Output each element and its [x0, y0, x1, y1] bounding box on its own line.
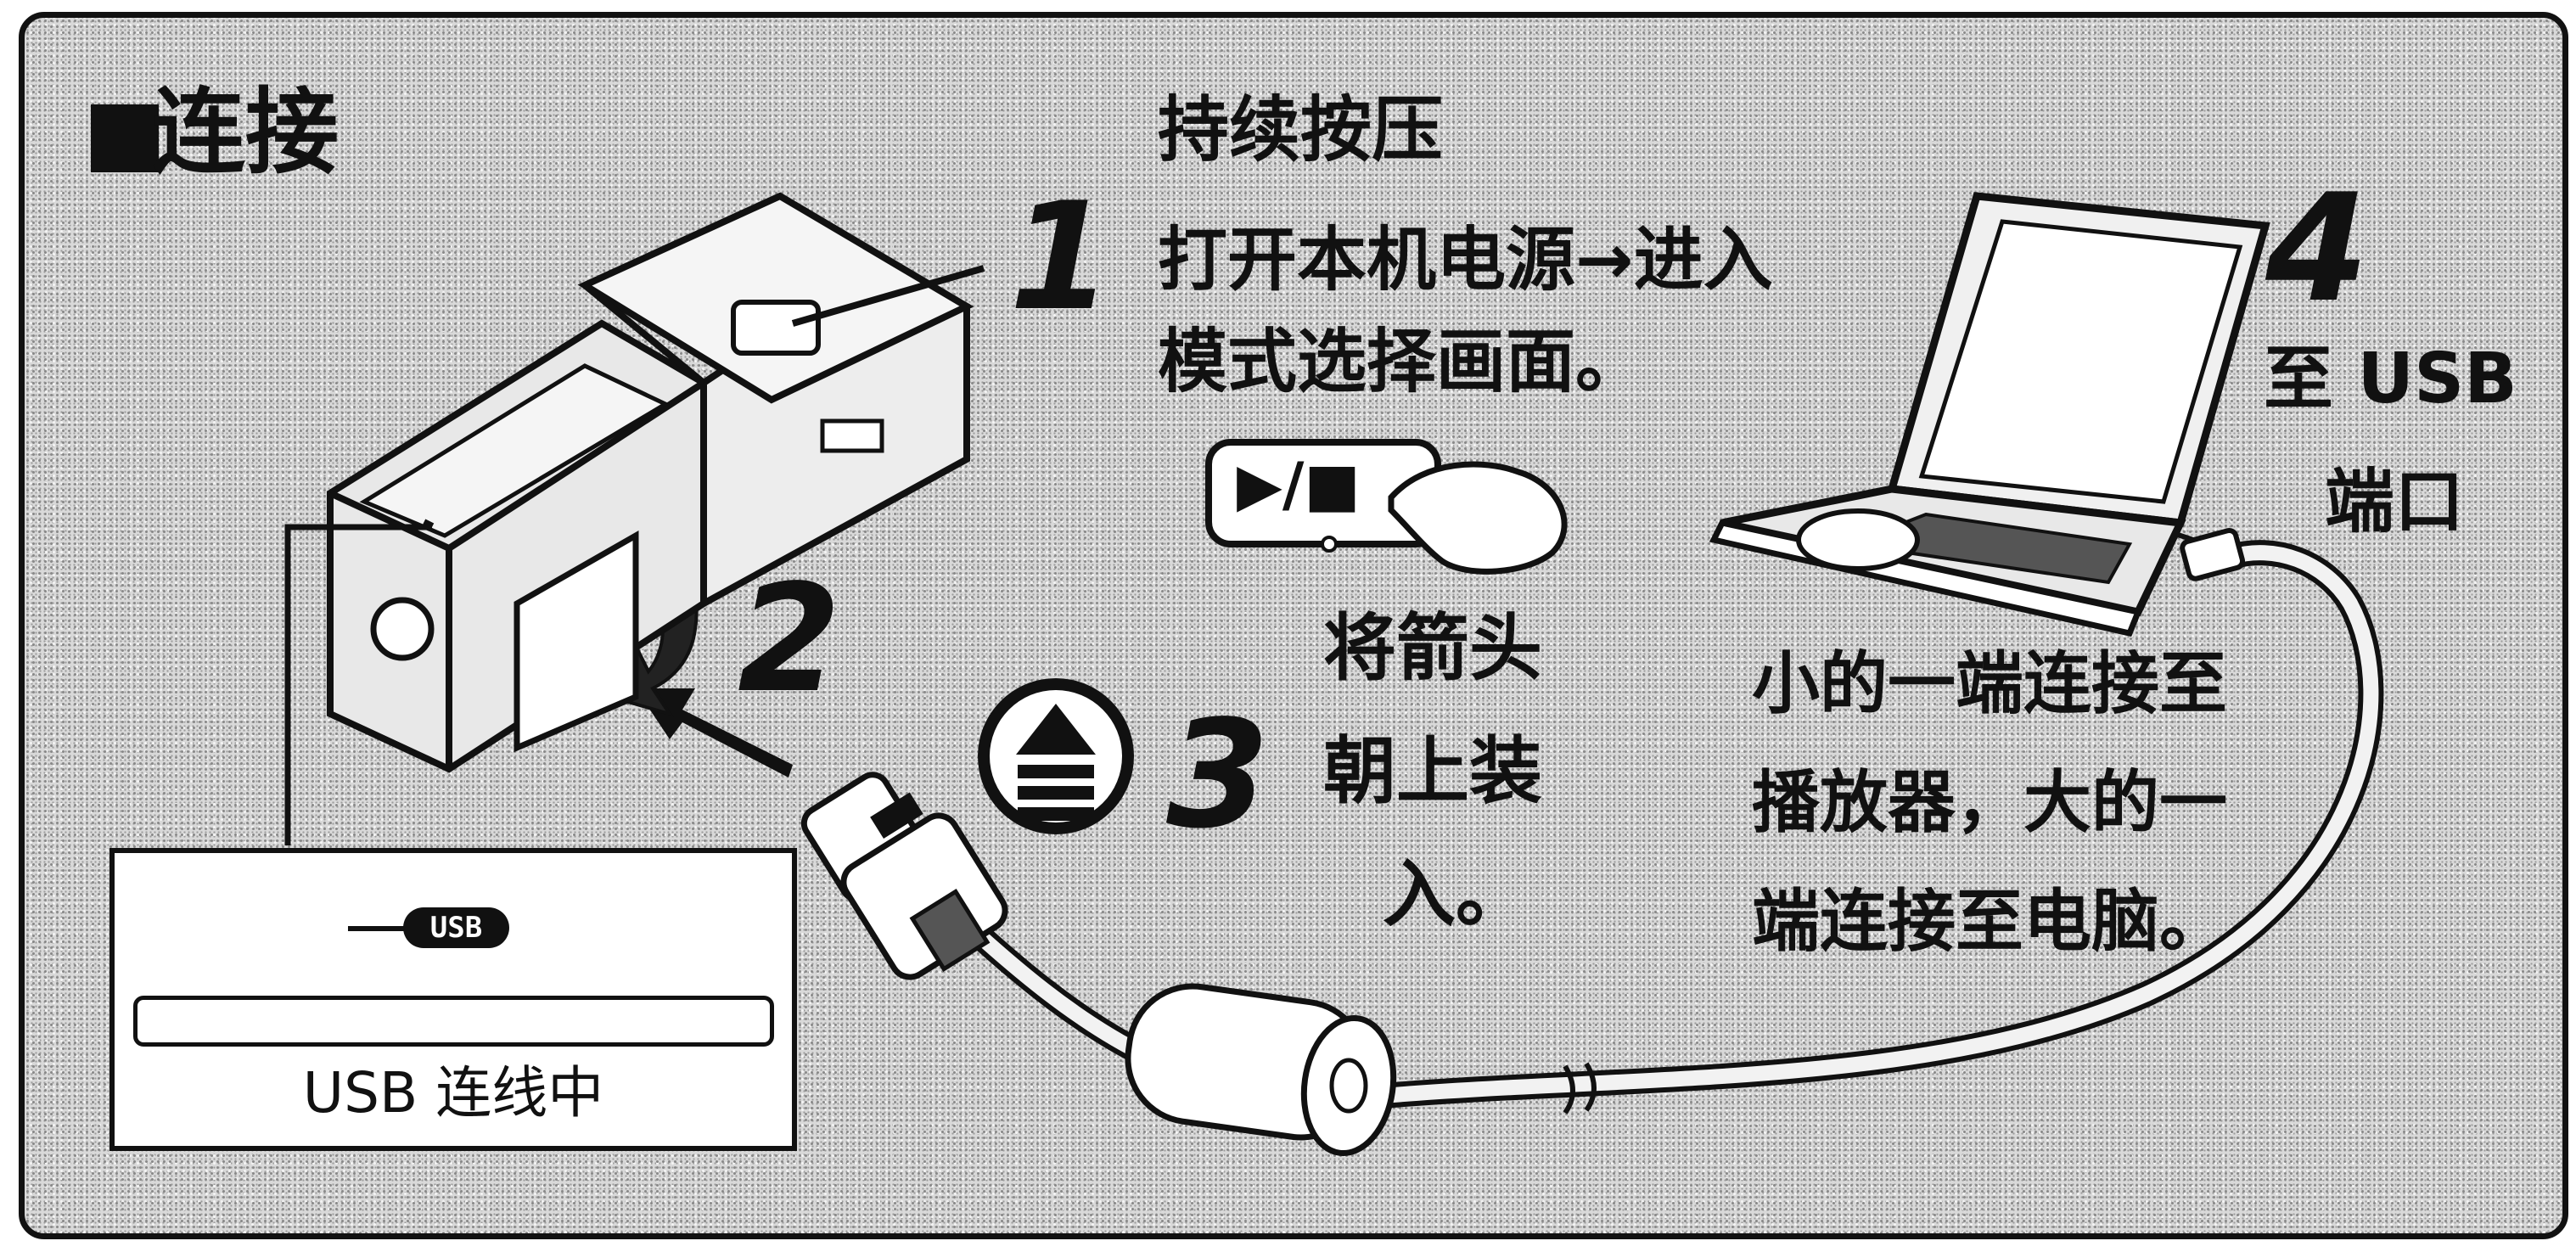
diagram-frame: 连接 [19, 12, 2568, 1239]
up-arrow-icon [978, 678, 1134, 834]
step-number-2: 2 [738, 553, 841, 726]
play-stop-button-label: ▶/■ [1237, 450, 1361, 519]
small-usb-plug-icon [800, 772, 1008, 980]
cable-note-line3: 端连接至电脑。 [1752, 882, 2227, 961]
press-hold-label: 持续按压 [1158, 88, 1444, 171]
title-square-bullet [91, 104, 159, 172]
hand-press-icon [1205, 439, 1568, 575]
usb-badge-icon: USB [403, 907, 509, 948]
step-1-instruction-line1: 打开本机电源→进入 [1158, 220, 1773, 300]
player-device-icon [327, 192, 974, 773]
progress-bar [133, 996, 774, 1047]
large-usb-plug-icon [2154, 525, 2246, 581]
section-title: 连接 [152, 78, 339, 187]
arrow-note-line1: 将箭头 [1323, 606, 1542, 691]
step-1-instruction-line2: 模式选择画面。 [1158, 322, 1646, 402]
laptop-icon [1709, 192, 2270, 637]
usb-line-icon [348, 926, 407, 931]
usb-status-text: USB 连线中 [302, 1060, 604, 1126]
step-number-1: 1 [1009, 171, 1113, 344]
arrow-note-line3: 入。 [1383, 852, 1529, 937]
cable-note-line2: 播放器，大的一 [1752, 763, 2227, 842]
arrow-note-line2: 朝上装 [1323, 729, 1542, 814]
player-screen-display: USB USB 连线中 [109, 848, 797, 1151]
insert-arrow-icon [636, 688, 793, 778]
step-number-4: 4 [2265, 163, 2369, 335]
step-4-instruction-line1: 至 USB [2264, 339, 2517, 419]
ferrite-core-icon [1125, 983, 1397, 1157]
cable-note-line1: 小的一端连接至 [1752, 644, 2227, 723]
step-4-instruction-line2: 端口 [2325, 462, 2465, 542]
illustration [284, 192, 2384, 1157]
step-number-3: 3 [1166, 689, 1270, 862]
